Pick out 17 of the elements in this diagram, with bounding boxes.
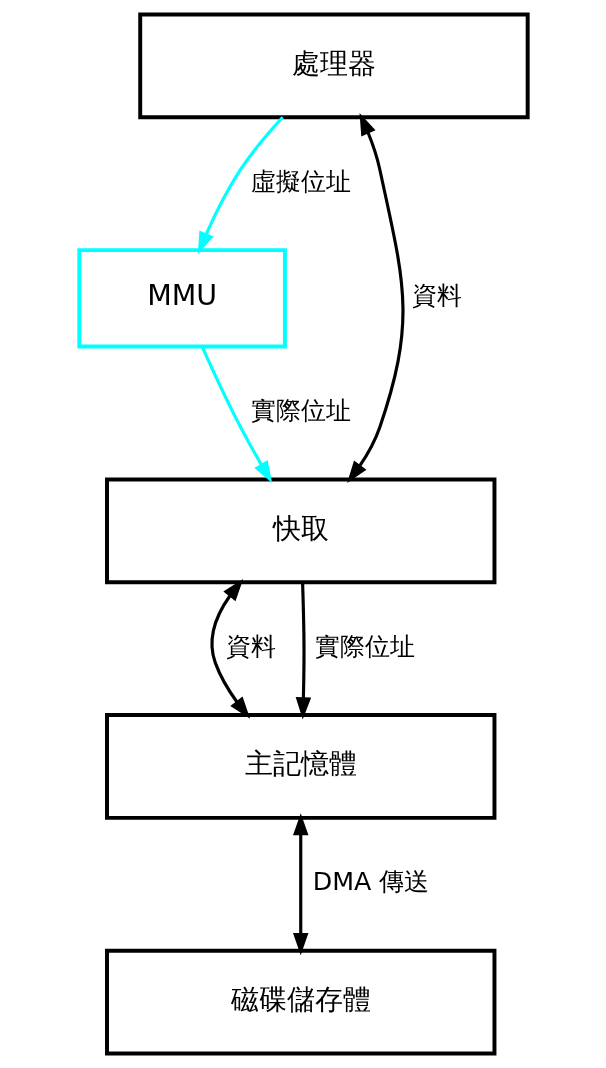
arrow	[197, 116, 284, 254]
node-box: 快取	[104, 477, 496, 585]
node-box: MMU	[76, 248, 287, 349]
edge-label: 虛擬位址	[250, 166, 351, 196]
arrow	[209, 579, 250, 719]
edge-label: 實際位址	[250, 396, 351, 426]
arrow	[200, 346, 272, 484]
edge-label: 實際位址	[314, 631, 415, 661]
node-box: 主記憶體	[104, 713, 496, 820]
arrow	[292, 813, 308, 956]
node-box: 磁碟儲存體	[104, 948, 496, 1056]
arrow	[346, 113, 404, 484]
node-box: 處理器	[137, 12, 530, 120]
edge-label: DMA 傳送	[312, 867, 429, 897]
edge-label: 資料	[411, 281, 462, 311]
edge-label: 資料	[225, 631, 276, 661]
arrow	[295, 582, 311, 720]
